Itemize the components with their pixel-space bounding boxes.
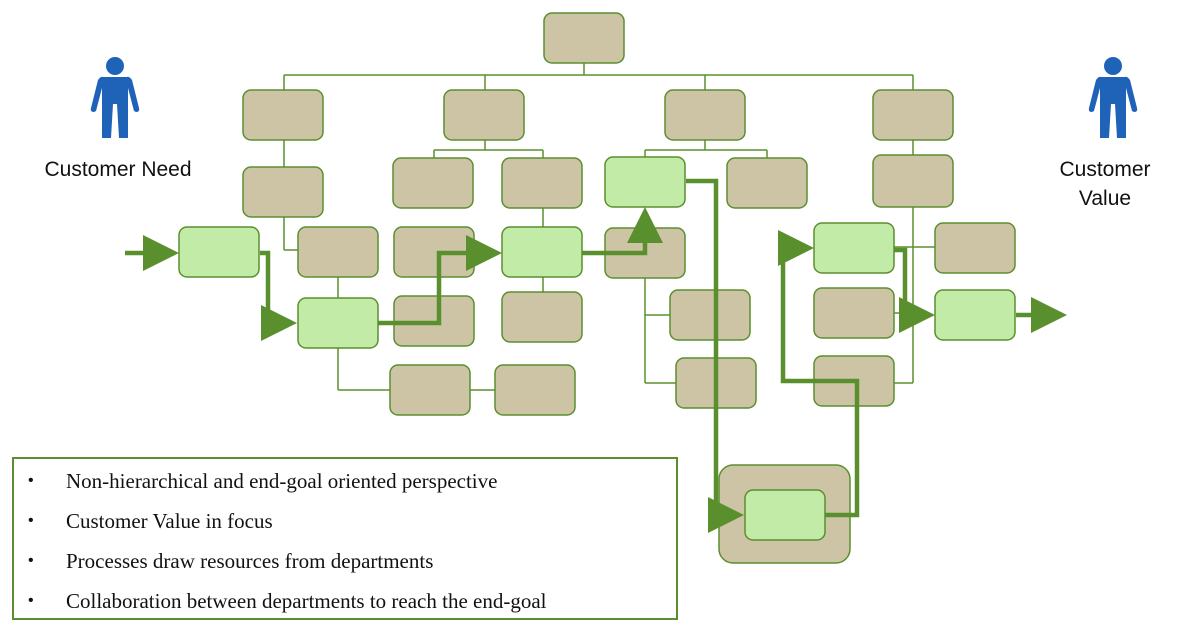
process-boxes xyxy=(178,156,1016,541)
flow-arrow xyxy=(582,207,663,256)
customer-value-label: Customer Value xyxy=(1059,158,1151,210)
process-step-box xyxy=(604,156,686,208)
department-box xyxy=(494,364,576,416)
process-step-box xyxy=(297,297,379,349)
department-box xyxy=(242,89,324,141)
key-point-item: Processes draw resources from department… xyxy=(14,541,676,581)
flow-arrow xyxy=(686,178,744,533)
department-box-top xyxy=(543,12,625,64)
process-step-box xyxy=(813,222,895,274)
customer-need-label: Customer Need xyxy=(44,158,192,181)
department-box xyxy=(501,291,583,343)
flow-arrow xyxy=(778,230,860,518)
department-box xyxy=(726,157,808,209)
department-box xyxy=(934,222,1016,274)
department-box xyxy=(297,226,379,278)
customer-person-icon xyxy=(1088,57,1138,138)
department-box xyxy=(242,166,324,218)
key-point-item: Collaboration between departments to rea… xyxy=(14,581,676,621)
key-points-list: Non-hierarchical and end-goal oriented p… xyxy=(14,459,676,621)
hierarchy-connectors xyxy=(283,63,935,391)
department-box xyxy=(501,157,583,209)
process-flow xyxy=(125,178,1067,533)
department-box xyxy=(389,364,471,416)
process-step-box xyxy=(934,289,1016,341)
key-point-item: Non-hierarchical and end-goal oriented p… xyxy=(14,461,676,501)
department-box xyxy=(872,154,954,208)
department-box xyxy=(813,287,895,339)
department-box xyxy=(669,289,751,341)
department-box xyxy=(443,89,525,141)
key-points-box: Non-hierarchical and end-goal oriented p… xyxy=(12,457,678,621)
flow-arrow xyxy=(894,247,935,333)
flow-arrow xyxy=(260,250,297,341)
process-step-box xyxy=(501,226,583,278)
flow-arrow xyxy=(378,235,502,326)
department-box xyxy=(664,89,746,141)
department-box xyxy=(872,89,954,141)
key-point-item: Customer Value in focus xyxy=(14,501,676,541)
process-step-box xyxy=(744,489,826,541)
process-step-box xyxy=(178,226,260,278)
customer-person-icon xyxy=(90,57,140,138)
department-box xyxy=(392,157,474,209)
